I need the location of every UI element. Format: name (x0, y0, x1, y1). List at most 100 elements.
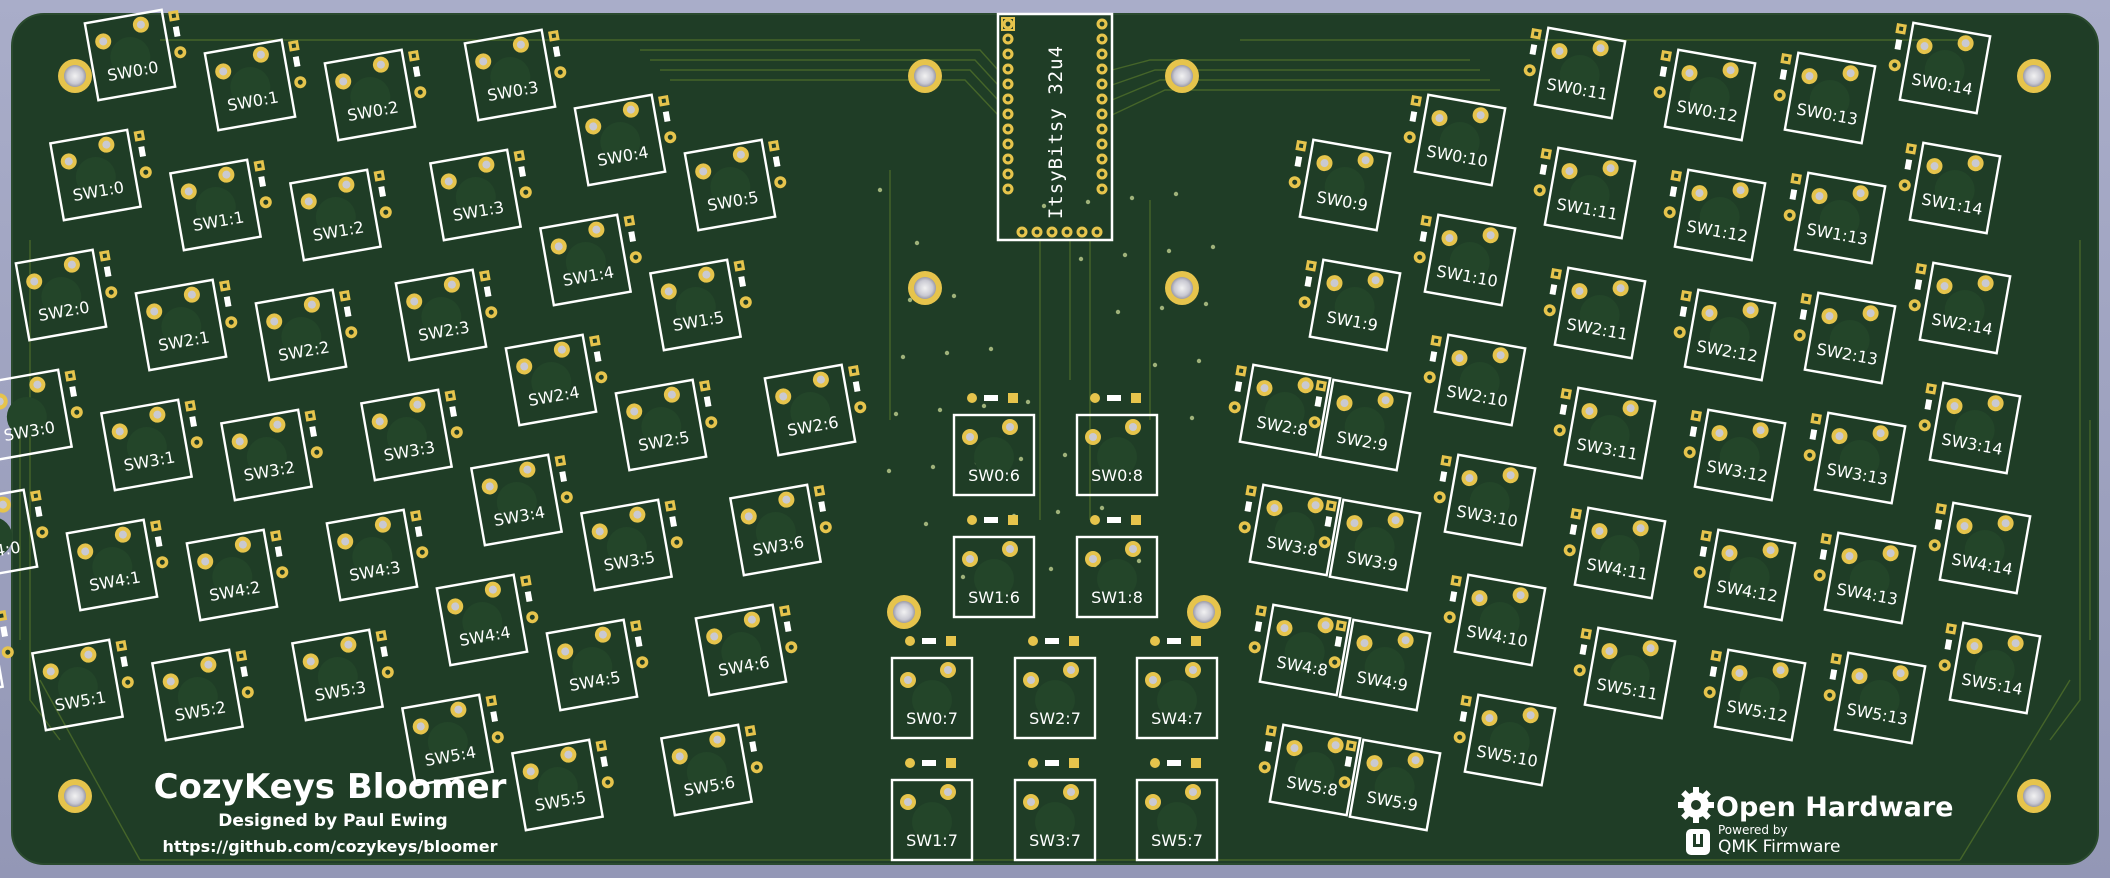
mounting-hole (908, 59, 942, 93)
switch-footprint[interactable]: SW3:4 (469, 452, 578, 547)
switch-footprint[interactable]: SW2:6 (763, 362, 872, 457)
qmk-firmware-label: QMK Firmware (1718, 837, 1841, 857)
switch-footprint[interactable]: SW4:9 (1323, 617, 1432, 712)
via (914, 240, 920, 246)
via (1078, 256, 1084, 262)
via (1018, 456, 1024, 462)
copper-trace (29, 240, 61, 741)
switch-footprint[interactable]: SW3:6 (728, 482, 837, 577)
controller-footprint[interactable]: ItsyBitsy 32u4 (996, 12, 1114, 242)
switch-footprint[interactable]: SW5:0 (0, 607, 19, 702)
switch-footprint[interactable]: SW1:5 (648, 257, 757, 352)
mounting-hole (1165, 271, 1199, 305)
via (1122, 252, 1128, 258)
switch-footprint[interactable]: SW1:9 (1293, 257, 1402, 352)
via (944, 350, 950, 356)
via (1085, 199, 1091, 205)
controller-label: ItsyBitsy 32u4 (1045, 45, 1067, 219)
copper-trace (670, 79, 999, 116)
via (893, 411, 899, 417)
qmk-badge: Powered by QMK Firmware (1686, 823, 1841, 857)
switch-label: SW1:6 (968, 588, 1020, 607)
board-designer: Designed by Paul Ewing (218, 811, 447, 831)
switch-footprint[interactable]: SW2:9 (1303, 377, 1412, 472)
switch-footprint[interactable]: SW3:13 (1798, 410, 1907, 505)
switch-footprint[interactable]: SW3:9 (1313, 497, 1422, 592)
switch-footprint[interactable]: SW1:2 (288, 167, 397, 262)
switch-footprint[interactable]: SW1:6 (952, 515, 1036, 619)
switch-footprint[interactable]: SW0:8 (1075, 393, 1159, 497)
via (1062, 452, 1068, 458)
via (1159, 305, 1165, 311)
switch-footprint[interactable]: SW0:0 (83, 7, 192, 102)
via (1173, 191, 1179, 197)
qmk-powered-label: Powered by (1718, 823, 1788, 837)
via (1136, 558, 1142, 564)
switch-footprint[interactable]: SW3:2 (219, 407, 328, 502)
switch-footprint[interactable]: SW5:7 (1135, 758, 1219, 862)
switch-footprint[interactable]: SW2:2 (254, 287, 363, 382)
switch-footprint[interactable]: SW3:1 (99, 397, 208, 492)
switch-footprint[interactable]: SW1:0 (48, 127, 157, 222)
mounting-hole (1165, 59, 1199, 93)
switch-footprint[interactable]: SW5:1 (30, 637, 139, 732)
switch-footprint[interactable]: SW5:12 (1698, 647, 1807, 742)
switch-footprint[interactable]: SW0:13 (1768, 50, 1877, 145)
board-branding: CozyKeys Bloomer Designed by Paul Ewing … (154, 767, 507, 856)
switch-footprint[interactable]: SW2:4 (504, 332, 613, 427)
switch-footprint[interactable]: SW4:0 (0, 487, 54, 582)
copper-trace (2049, 240, 2081, 741)
switch-footprint[interactable]: SW0:2 (323, 47, 432, 142)
switch-footprint[interactable]: SW0:6 (952, 393, 1036, 497)
via (960, 574, 966, 580)
switch-footprint[interactable]: SW2:8 (1223, 362, 1332, 457)
copper-trace (1111, 89, 1500, 116)
via (1129, 195, 1135, 201)
mounting-hole (58, 779, 92, 813)
switch-footprint[interactable]: SW4:7 (1135, 636, 1219, 740)
via (1025, 399, 1031, 405)
via (1196, 358, 1202, 364)
mounting-hole (887, 595, 921, 629)
copper-trace (39, 679, 141, 861)
mounting-hole (2017, 59, 2051, 93)
switch-footprint[interactable]: SW1:3 (428, 147, 537, 242)
switch-footprint[interactable]: SW2:12 (1668, 287, 1777, 382)
switch-footprint[interactable]: SW4:5 (545, 617, 654, 712)
switch-footprint[interactable]: SW2:7 (1013, 636, 1097, 740)
switch-footprint[interactable]: SW1:13 (1778, 170, 1887, 265)
switch-footprint[interactable]: SW2:5 (614, 377, 723, 472)
switch-footprint[interactable]: SW4:12 (1688, 527, 1797, 622)
switch-footprint[interactable]: SW3:7 (1013, 758, 1097, 862)
switch-footprint[interactable]: SW1:1 (168, 157, 277, 252)
switch-label: SW0:6 (968, 466, 1020, 485)
via (923, 521, 929, 527)
switch-footprint[interactable]: SW1:8 (1075, 515, 1159, 619)
switch-footprint[interactable]: SW2:10 (1418, 332, 1527, 427)
switch-footprint[interactable]: SW0:4 (573, 92, 682, 187)
via (1203, 301, 1209, 307)
switch-footprint[interactable]: SW1:7 (890, 758, 974, 862)
switch-footprint[interactable]: SW0:7 (890, 636, 974, 740)
switch-footprint[interactable]: SW0:9 (1283, 137, 1392, 232)
switch-footprint[interactable]: SW5:5 (510, 737, 619, 832)
switch-label: SW0:8 (1091, 466, 1143, 485)
via (907, 297, 913, 303)
switch-footprint[interactable]: SW4:11 (1558, 505, 1667, 600)
switch-footprint[interactable]: SW0:1 (203, 37, 312, 132)
switch-footprint[interactable]: SW0:3 (463, 27, 572, 122)
via (877, 187, 883, 193)
switch-label: SW3:7 (1029, 831, 1081, 850)
mounting-hole (58, 59, 92, 93)
via (1041, 203, 1047, 209)
switch-footprint[interactable]: SW3:3 (359, 387, 468, 482)
switch-footprint[interactable]: SW3:11 (1548, 385, 1657, 480)
switch-footprint[interactable]: SW2:0 (14, 247, 123, 342)
via (900, 354, 906, 360)
switch-footprint[interactable]: SW5:9 (1333, 737, 1442, 832)
switch-footprint[interactable]: SW2:1 (134, 277, 243, 372)
via (886, 468, 892, 474)
switch-footprint[interactable]: SW3:14 (1913, 380, 2022, 475)
